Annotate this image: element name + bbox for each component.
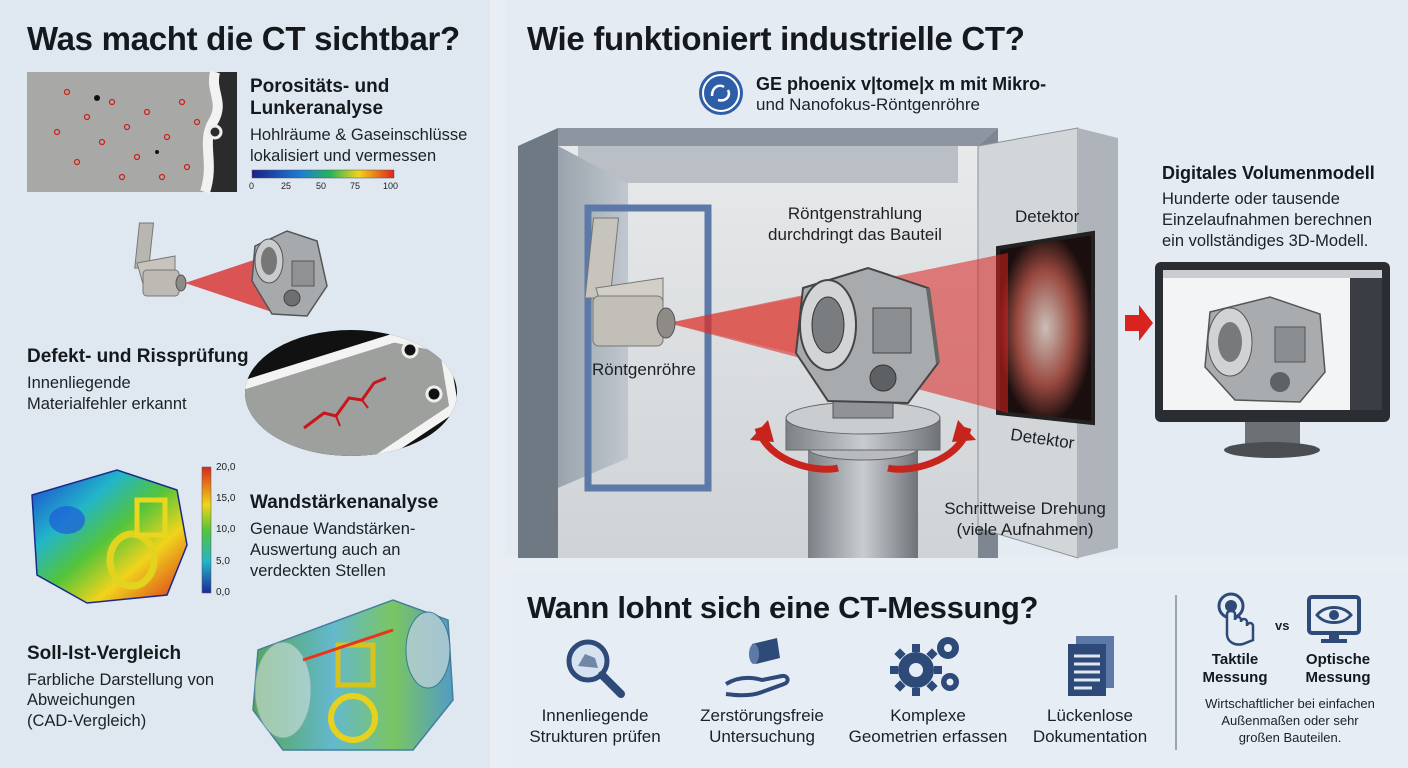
volume-heading: Digitales Volumenmodell — [1162, 163, 1375, 183]
documents-icon — [1068, 636, 1114, 696]
cad-comparison-image — [252, 599, 454, 751]
wall-thickness-color-scale — [201, 466, 212, 594]
porosity-scale-tick-100: 100 — [383, 181, 399, 191]
comparison-note-line2: Außenmaßen oder sehr — [1221, 713, 1359, 728]
crack-ct-slice-image — [245, 330, 457, 456]
tactile-label-line2: Messung — [1202, 669, 1268, 686]
porosity-desc-line2: lokalisiert und vermessen — [250, 147, 437, 165]
defect-desc-line1: Innenliegende — [27, 374, 131, 392]
monitor-3d-model-image — [1155, 262, 1390, 458]
wall-thickness-heatmap-image — [31, 469, 188, 604]
wall-desc-line3: verdeckten Stellen — [250, 562, 386, 580]
when-panel — [505, 572, 1408, 768]
when-item-3-line1: Komplexe — [890, 706, 966, 725]
volume-desc-line3: ein vollständiges 3D-Modell. — [1162, 232, 1369, 250]
wall-scale-tick-20: 20,0 — [216, 462, 236, 473]
porosity-heading-line2: Lunkeranalyse — [250, 98, 384, 119]
left-title: Was macht die CT sichtbar? — [27, 20, 460, 57]
volume-desc-line1: Hunderte oder tausende — [1162, 190, 1340, 208]
vs-label: vs — [1275, 618, 1290, 633]
nominal-desc-line1: Farbliche Darstellung von — [27, 671, 215, 689]
tactile-label-line1: Taktile — [1211, 651, 1259, 668]
optical-label-line1: Optische — [1305, 651, 1371, 668]
when-item-4-line1: Lückenlose — [1046, 706, 1133, 725]
comparison-note-line3: großen Bauteilen. — [1238, 730, 1342, 745]
wall-desc-line1: Genaue Wandstärken- — [250, 520, 416, 538]
ray-label-line1: Röntgenstrahlung — [787, 204, 923, 223]
wall-desc-line2: Auswertung auch an — [250, 541, 401, 559]
porosity-scale-tick-0: 0 — [249, 181, 255, 191]
when-item-1-line2: Strukturen prüfen — [529, 727, 661, 746]
nominal-desc-line2: Abweichungen — [27, 691, 136, 709]
optical-label-line2: Messung — [1305, 669, 1371, 686]
wall-scale-tick-0: 0,0 — [216, 587, 230, 598]
when-item-2-line2: Untersuchung — [709, 727, 815, 746]
gears-icon — [890, 637, 959, 696]
porosity-scale-tick-50: 50 — [316, 181, 327, 191]
wall-scale-tick-15: 15,0 — [216, 493, 236, 504]
when-title: Wann lohnt sich eine CT-Messung? — [527, 590, 1039, 625]
defect-desc-line2: Materialfehler erkannt — [27, 395, 187, 413]
ray-label-line2: durchdringt das Bauteil — [768, 225, 942, 244]
hand-part-icon — [724, 638, 790, 698]
tube-label: Röntgenröhre — [592, 360, 696, 379]
when-item-3-line2: Geometrien erfassen — [848, 727, 1008, 746]
tactile-probe-icon — [1217, 592, 1255, 646]
ge-brand-line2: und Nanofokus-Röntgenröhre — [756, 95, 980, 114]
ct-cabinet-illustration — [518, 127, 1118, 559]
comparison-note-line1: Wirtschaftlicher bei einfachen — [1205, 696, 1375, 711]
defect-heading: Defekt- und Rissprüfung — [27, 346, 249, 367]
how-title: Wie funktioniert industrielle CT? — [527, 20, 1025, 57]
detector-label-top: Detektor — [1015, 207, 1080, 226]
porosity-scale-tick-25: 25 — [281, 181, 292, 191]
when-item-2-line1: Zerstörungsfreie — [700, 706, 824, 725]
rotation-label-line2: (viele Aufnahmen) — [956, 520, 1094, 539]
ge-brand-line1: GE phoenix v|tome|x m mit Mikro- — [756, 74, 1047, 94]
wall-scale-tick-10: 10,0 — [216, 524, 236, 535]
nominal-heading: Soll-Ist-Vergleich — [27, 643, 182, 664]
rotation-label-line1: Schrittweise Drehung — [944, 499, 1106, 518]
when-item-1-line1: Innenliegende — [541, 706, 649, 725]
wall-heading: Wandstärkenanalyse — [250, 492, 439, 513]
porosity-ct-slice-image — [27, 70, 237, 194]
volume-desc-line2: Einzelaufnahmen berechnen — [1162, 211, 1373, 229]
porosity-scale-tick-75: 75 — [350, 181, 361, 191]
porosity-heading-line1: Porositäts- und — [250, 76, 390, 97]
porosity-color-scale — [251, 169, 395, 179]
optical-eye-monitor-icon — [1307, 595, 1361, 643]
right-arrow-icon — [1125, 305, 1153, 341]
ge-logo — [699, 71, 743, 115]
when-divider — [1175, 595, 1177, 750]
nominal-desc-line3: (CAD-Vergleich) — [27, 712, 147, 730]
wall-scale-tick-5: 5,0 — [216, 556, 230, 567]
magnifier-icon — [566, 639, 625, 698]
porosity-desc-line1: Hohlräume & Gaseinschlüsse — [250, 126, 468, 144]
when-item-4-line2: Dokumentation — [1032, 727, 1148, 746]
mini-xray-setup-image — [134, 222, 328, 317]
